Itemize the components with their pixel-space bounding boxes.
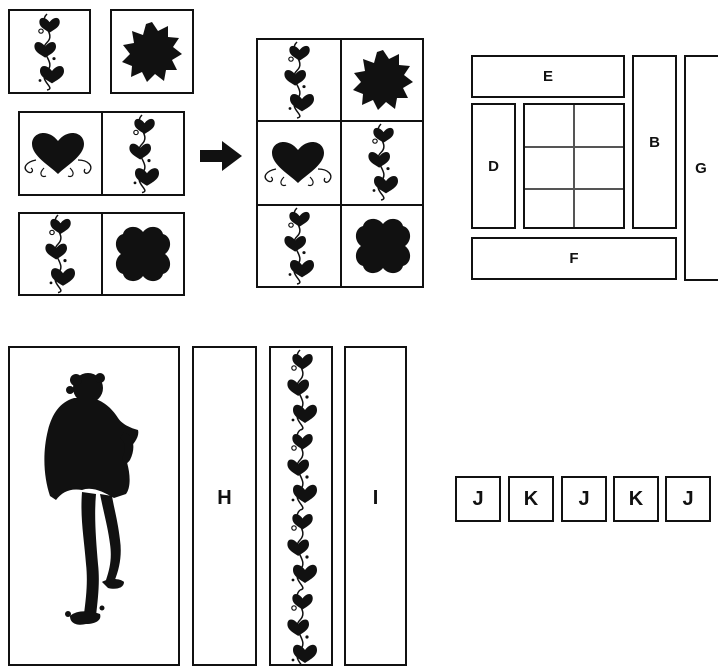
grid-divider [256,204,424,206]
panel-h: H [192,346,257,666]
dancing-figure-icon [30,368,160,638]
plan-label-d: D [473,105,514,227]
quatrefoil-icon [383,246,384,247]
starburst-icon [383,80,384,81]
tile-label: J [457,478,499,520]
grid-divider [256,120,424,122]
vine-icon [58,215,78,293]
plan-grid-line [525,188,623,190]
plan-grid-line [525,146,623,148]
plan-grid-line [573,105,575,227]
vine-icon [47,14,67,92]
vine-icon [381,124,401,202]
right-arrow-icon [200,141,242,171]
plan-panel-g: G [684,55,718,281]
tile-label: K [615,478,657,520]
plan-panel-b: B [632,55,677,229]
grid-divider [340,38,342,288]
plan-label-g: G [686,57,718,279]
tile-label: K [510,478,552,520]
tile-label: J [563,478,605,520]
plan-label-e: E [473,57,623,96]
tile-j-1: J [455,476,501,522]
vine-icon [142,115,162,193]
vine-icon [297,208,317,286]
vine-icon [297,42,317,120]
panel-i: I [344,346,407,666]
panel-label-i: I [346,478,405,518]
heart-icon [58,154,59,155]
plan-panel-e: E [471,55,625,98]
tile-j-3: J [665,476,711,522]
heart-icon [298,163,299,164]
plan-label-b: B [634,57,675,227]
plan-panel-f: F [471,237,677,280]
panel-label-h: H [194,478,255,518]
tile-k-1: K [508,476,554,522]
plan-label-f: F [473,239,675,278]
quatrefoil-icon [143,254,144,255]
tile-j-2: J [561,476,607,522]
tile-k-2: K [613,476,659,522]
vine-icon [300,350,320,650]
plan-panel-d: D [471,103,516,229]
starburst-icon [152,52,153,53]
tile-label: J [667,478,709,520]
